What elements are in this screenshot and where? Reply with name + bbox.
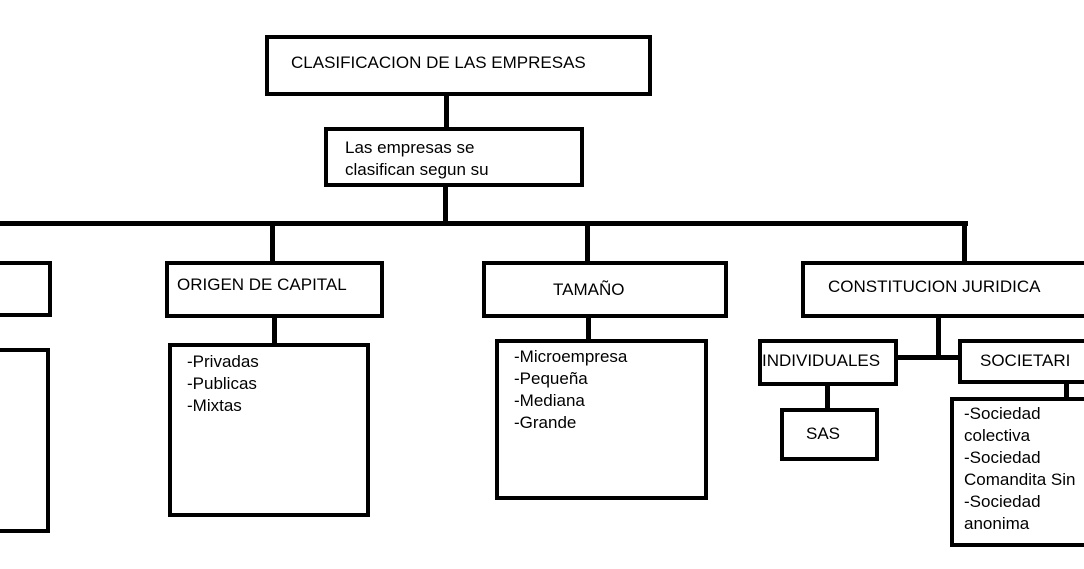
list-item: -Pequeña xyxy=(514,369,588,388)
societarias-box xyxy=(958,339,1084,384)
tamano-list-box xyxy=(495,339,708,500)
intro-text: Las empresas se clasifican segun su xyxy=(345,137,489,181)
connector-individuales-societarias xyxy=(894,355,962,360)
tamano-label: TAMAÑO xyxy=(553,280,625,299)
title-box xyxy=(265,35,652,96)
origen-box xyxy=(165,261,384,318)
list-item: -Sociedad xyxy=(964,448,1041,467)
list-item: -Microempresa xyxy=(514,347,628,366)
connector-bus-tamano xyxy=(585,224,590,264)
connector-bus-constitucion xyxy=(962,222,967,264)
societarias-list: -Sociedad colectiva -Sociedad Comandita … xyxy=(964,403,1076,535)
connector-origen-list xyxy=(272,316,277,346)
societarias-list-box xyxy=(950,397,1084,547)
origen-list-box xyxy=(168,343,370,517)
intro-box xyxy=(324,127,584,187)
connector-intro-bus xyxy=(443,185,448,225)
connector-title-intro xyxy=(444,94,449,128)
list-item: -Sociedad xyxy=(964,404,1041,423)
horizontal-bus xyxy=(0,221,968,226)
list-item: Comandita Sin xyxy=(964,470,1076,489)
list-item: -Grande xyxy=(514,413,577,432)
societarias-label: SOCIETARI xyxy=(980,351,1071,370)
constitucion-label: CONSTITUCION JURIDICA xyxy=(828,277,1041,296)
sas-label: SAS xyxy=(806,424,841,443)
origen-label: ORIGEN DE CAPITAL xyxy=(177,275,347,294)
individuales-box xyxy=(758,339,898,386)
connector-societarias-list xyxy=(1064,380,1069,400)
connector-constitucion-split xyxy=(936,316,941,359)
diagram-title: CLASIFICACION DE LAS EMPRESAS xyxy=(291,53,586,72)
list-item: -Privadas xyxy=(187,352,259,371)
category-list-box-partial xyxy=(0,348,50,533)
list-item: anonima xyxy=(964,514,1030,533)
list-item: -Publicas xyxy=(187,374,257,393)
intro-line: clasifican segun su xyxy=(345,160,489,179)
origen-list: -Privadas -Publicas -Mixtas xyxy=(187,351,259,417)
constitucion-box xyxy=(801,261,1084,318)
connector-individuales-sas xyxy=(825,384,830,410)
list-item: -Mediana xyxy=(514,391,585,410)
sas-box xyxy=(780,408,879,461)
tamano-list: -Microempresa -Pequeña -Mediana -Grande xyxy=(514,346,627,434)
tamano-box xyxy=(482,261,728,318)
connector-tamano-list xyxy=(586,316,591,342)
list-item: -Sociedad xyxy=(964,492,1041,511)
individuales-label: INDIVIDUALES xyxy=(762,351,881,370)
list-item: colectiva xyxy=(964,426,1031,445)
list-item: -Mixtas xyxy=(187,396,242,415)
category-box-partial xyxy=(0,261,52,317)
connector-bus-origen xyxy=(270,224,275,264)
intro-line: Las empresas se xyxy=(345,138,475,157)
